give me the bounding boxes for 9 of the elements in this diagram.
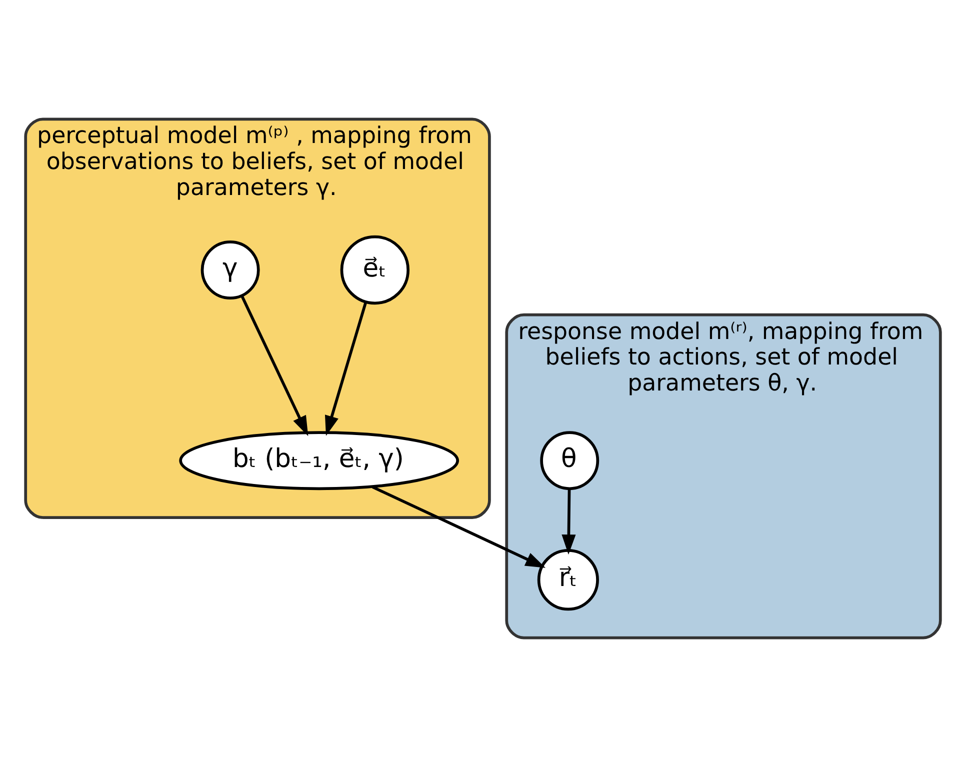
node-circle: r⃗ₜ	[537, 549, 599, 611]
arrow	[372, 486, 546, 568]
node-ellipse: bₜ (bₜ₋₁, e⃗ₜ, γ)	[179, 431, 460, 490]
arrow	[324, 302, 368, 436]
arrow	[240, 295, 308, 436]
arrow	[562, 488, 576, 555]
node-circle: θ	[540, 431, 600, 490]
node-circle: e⃗ₜ	[340, 235, 410, 305]
node-circle: γ	[200, 240, 260, 300]
